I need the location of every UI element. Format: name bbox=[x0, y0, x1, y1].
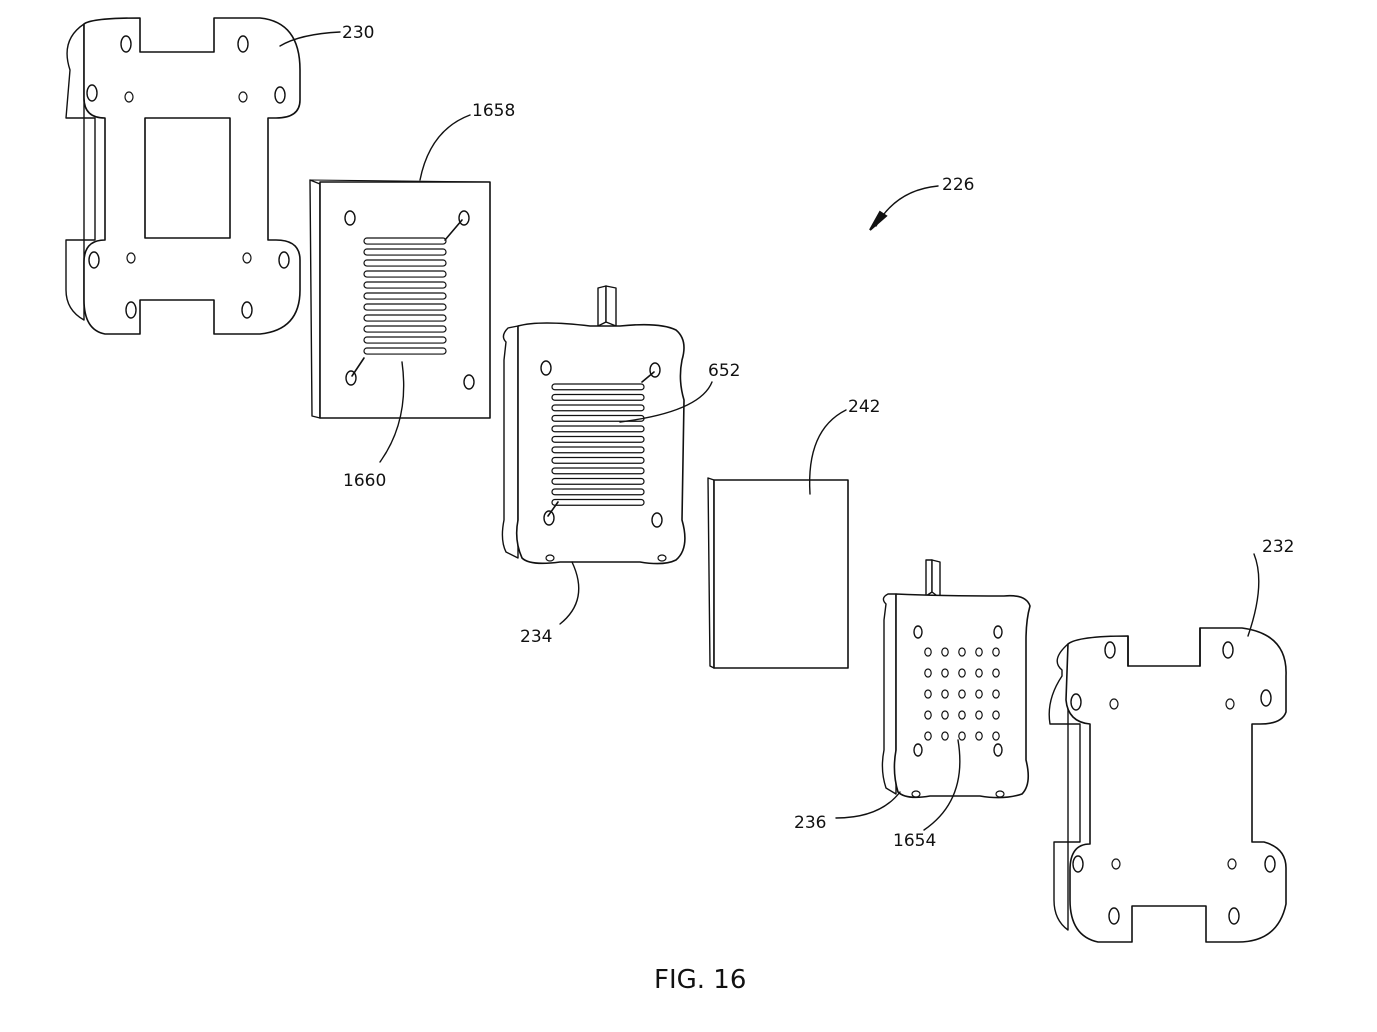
through-hole bbox=[925, 690, 931, 698]
leader-1658 bbox=[420, 115, 470, 180]
through-hole bbox=[942, 732, 948, 740]
through-hole bbox=[959, 690, 965, 698]
through-hole bbox=[942, 669, 948, 677]
through-hole bbox=[993, 732, 999, 740]
through-hole bbox=[976, 669, 982, 677]
through-hole bbox=[942, 648, 948, 656]
through-hole bbox=[925, 669, 931, 677]
end-plate-230 bbox=[66, 18, 300, 334]
leader-234 bbox=[560, 562, 579, 624]
label-1654: 1654 bbox=[893, 831, 936, 851]
end-plate-232 bbox=[1049, 628, 1286, 942]
bipolar-plate-234 bbox=[502, 286, 685, 564]
through-hole bbox=[976, 690, 982, 698]
through-hole bbox=[959, 732, 965, 740]
through-hole bbox=[976, 711, 982, 719]
through-hole bbox=[942, 711, 948, 719]
label-232: 232 bbox=[1262, 537, 1294, 557]
label-1660: 1660 bbox=[343, 471, 386, 491]
label-652: 652 bbox=[708, 361, 740, 381]
label-242: 242 bbox=[848, 397, 880, 417]
membrane-242 bbox=[708, 478, 848, 668]
through-hole bbox=[993, 690, 999, 698]
through-hole bbox=[976, 732, 982, 740]
through-hole bbox=[959, 711, 965, 719]
through-hole bbox=[942, 690, 948, 698]
through-hole bbox=[925, 711, 931, 719]
label-230: 230 bbox=[342, 23, 374, 43]
plate-236 bbox=[882, 560, 1030, 798]
through-hole bbox=[976, 648, 982, 656]
through-hole bbox=[959, 669, 965, 677]
label-1658: 1658 bbox=[472, 101, 515, 121]
through-hole bbox=[925, 732, 931, 740]
through-hole bbox=[993, 669, 999, 677]
label-234: 234 bbox=[520, 627, 552, 647]
leader-236 bbox=[836, 792, 900, 818]
label-226: 226 bbox=[942, 175, 974, 195]
through-hole bbox=[993, 648, 999, 656]
plate-1658 bbox=[310, 180, 490, 418]
figure-caption: FIG. 16 bbox=[654, 965, 746, 995]
through-hole bbox=[925, 648, 931, 656]
through-hole bbox=[959, 648, 965, 656]
leader-232 bbox=[1248, 554, 1259, 636]
through-hole bbox=[993, 711, 999, 719]
arrow-226 bbox=[876, 186, 938, 226]
arrowhead-226 bbox=[870, 212, 886, 230]
label-236: 236 bbox=[794, 813, 826, 833]
